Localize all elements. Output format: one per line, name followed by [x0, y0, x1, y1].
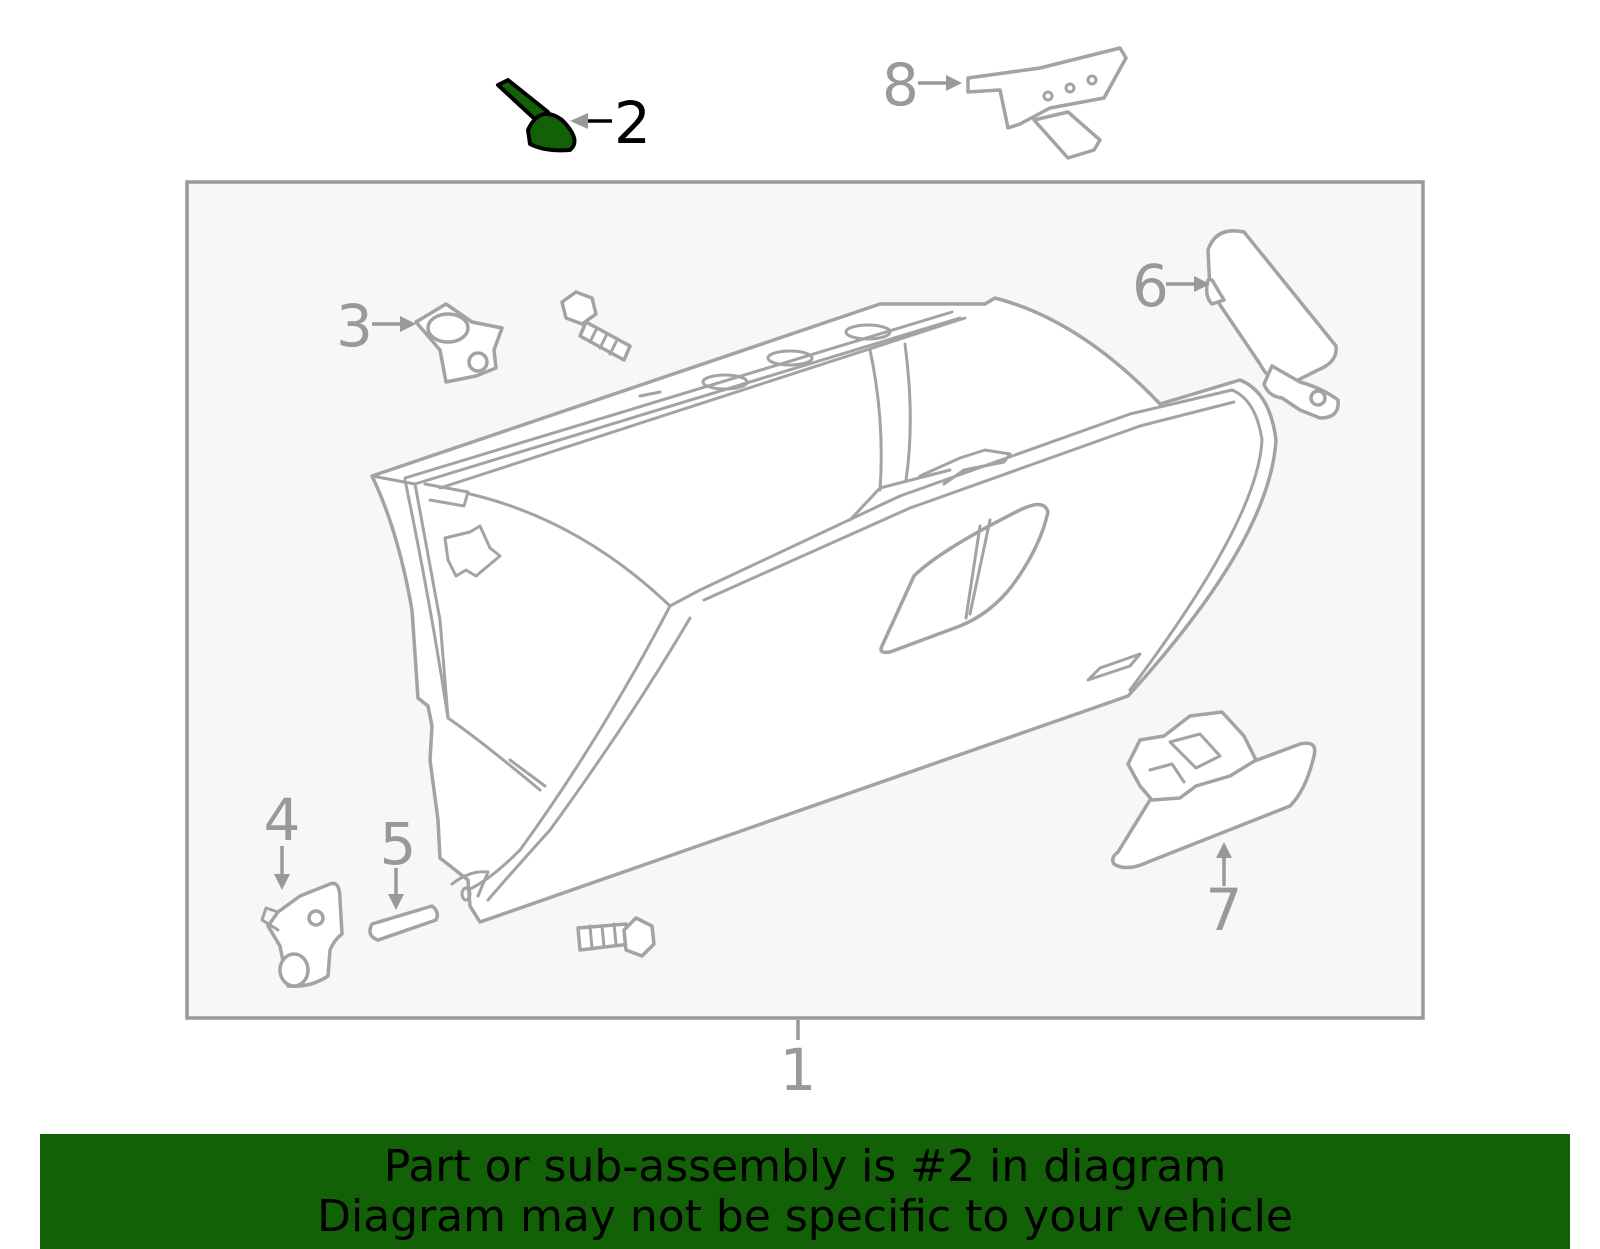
part-3-hinge[interactable]	[414, 302, 504, 384]
part-5-pin[interactable]	[368, 904, 440, 942]
banner-line-1: Part or sub-assembly is #2 in diagram	[383, 1140, 1227, 1192]
callout-8-label: 8	[882, 51, 919, 119]
callout-7-label: 7	[1206, 876, 1243, 944]
screw-top[interactable]	[560, 290, 632, 362]
callout-2-arrowhead	[570, 113, 588, 129]
callout-1-label: 1	[780, 1036, 817, 1104]
callout-3-label: 3	[336, 292, 373, 360]
callout-5-label: 5	[380, 810, 417, 878]
callout-2-label: 2	[614, 89, 651, 157]
screw-bottom[interactable]	[576, 916, 656, 958]
part-7-latch[interactable]	[1110, 710, 1317, 870]
part-6-damper[interactable]	[1204, 229, 1340, 420]
banner-line-2: Diagram may not be specific to your vehi…	[317, 1190, 1293, 1242]
callout-8-arrowhead	[946, 75, 962, 91]
callout-5-arrowhead	[388, 894, 404, 910]
callout-7-arrowhead	[1216, 842, 1232, 858]
info-banner: Part or sub-assembly is #2 in diagram Di…	[40, 1134, 1570, 1249]
parts-diagram: 1 2 8 3	[185, 46, 1425, 1104]
part-2-clip[interactable]	[496, 78, 577, 153]
callout-6-label: 6	[1132, 252, 1169, 320]
callout-4-label: 4	[264, 786, 301, 854]
callout-4-arrowhead	[274, 874, 290, 890]
callout-3-arrowhead	[400, 316, 416, 332]
part-4-bracket[interactable]	[260, 881, 344, 989]
callout-6-arrowhead	[1194, 276, 1210, 292]
part-8-bracket[interactable]	[966, 46, 1128, 160]
part-1-glove-box[interactable]	[370, 296, 1278, 924]
